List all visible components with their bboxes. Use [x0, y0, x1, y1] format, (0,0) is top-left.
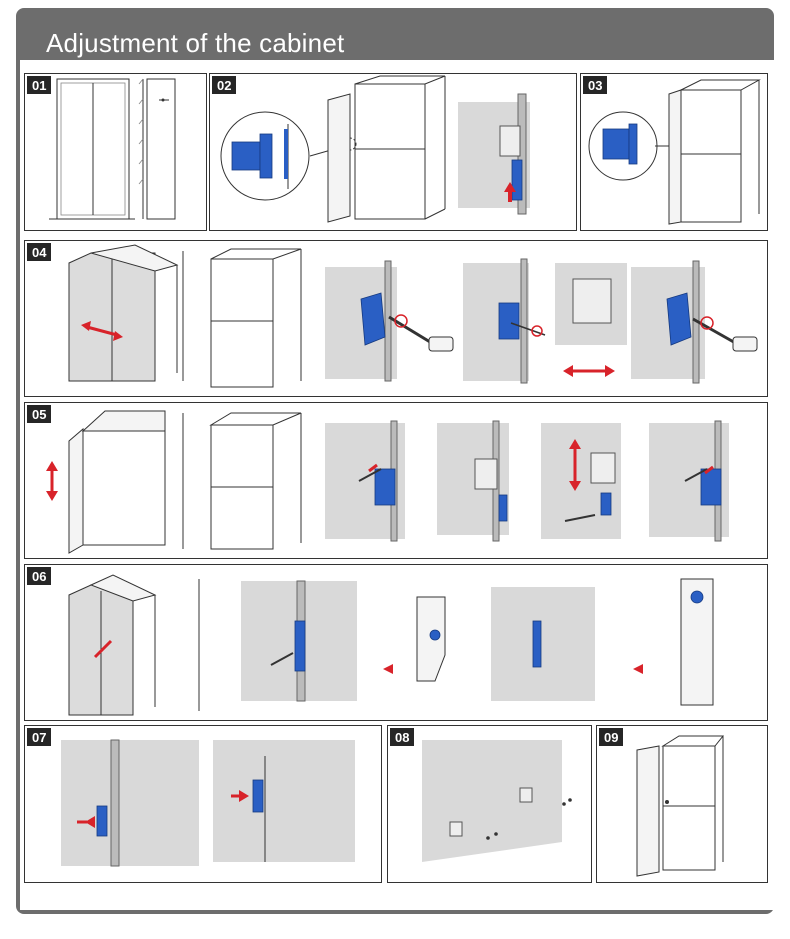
- step-04-badge: 04: [27, 243, 52, 261]
- step-01-illustration: [49, 78, 176, 220]
- step-08-panel: 08: [387, 725, 592, 883]
- step-01-badge: 01: [27, 76, 52, 94]
- step-04-panel: 04: [24, 240, 768, 397]
- step-09-illustration: [636, 735, 725, 877]
- hinge-icon: [231, 141, 261, 171]
- step-02-badge: 02: [212, 76, 237, 94]
- step-03-panel: 03: [580, 73, 768, 231]
- hinge-icon: [602, 128, 630, 160]
- step-09-panel: 09: [596, 725, 768, 883]
- step-09-badge: 09: [599, 728, 624, 746]
- step-06-badge: 06: [27, 567, 52, 585]
- step-02-illustration: [220, 75, 530, 223]
- hinge-icon: [360, 292, 386, 346]
- step-05-badge: 05: [27, 405, 52, 423]
- hinge-cover-icon: [96, 805, 108, 837]
- step-07-illustration: [61, 739, 355, 867]
- step-05-illustration: [46, 410, 729, 554]
- page-title: Adjustment of the cabinet: [46, 28, 345, 58]
- step-06-illustration: [68, 574, 714, 716]
- step-03-badge: 03: [583, 76, 608, 94]
- step-02-panel: 02: [209, 73, 577, 231]
- adjustment-screw-icon: [690, 590, 704, 604]
- step-03-illustration: [588, 79, 761, 225]
- step-08-badge: 08: [390, 728, 415, 746]
- step-05-panel: 05: [24, 402, 768, 559]
- step-07-panel: 07: [24, 725, 382, 883]
- step-04-illustration: [68, 244, 758, 388]
- step-06-panel: 06: [24, 564, 768, 721]
- step-07-badge: 07: [27, 728, 52, 746]
- step-01-panel: 01: [24, 73, 207, 231]
- step-08-illustration: [422, 740, 572, 862]
